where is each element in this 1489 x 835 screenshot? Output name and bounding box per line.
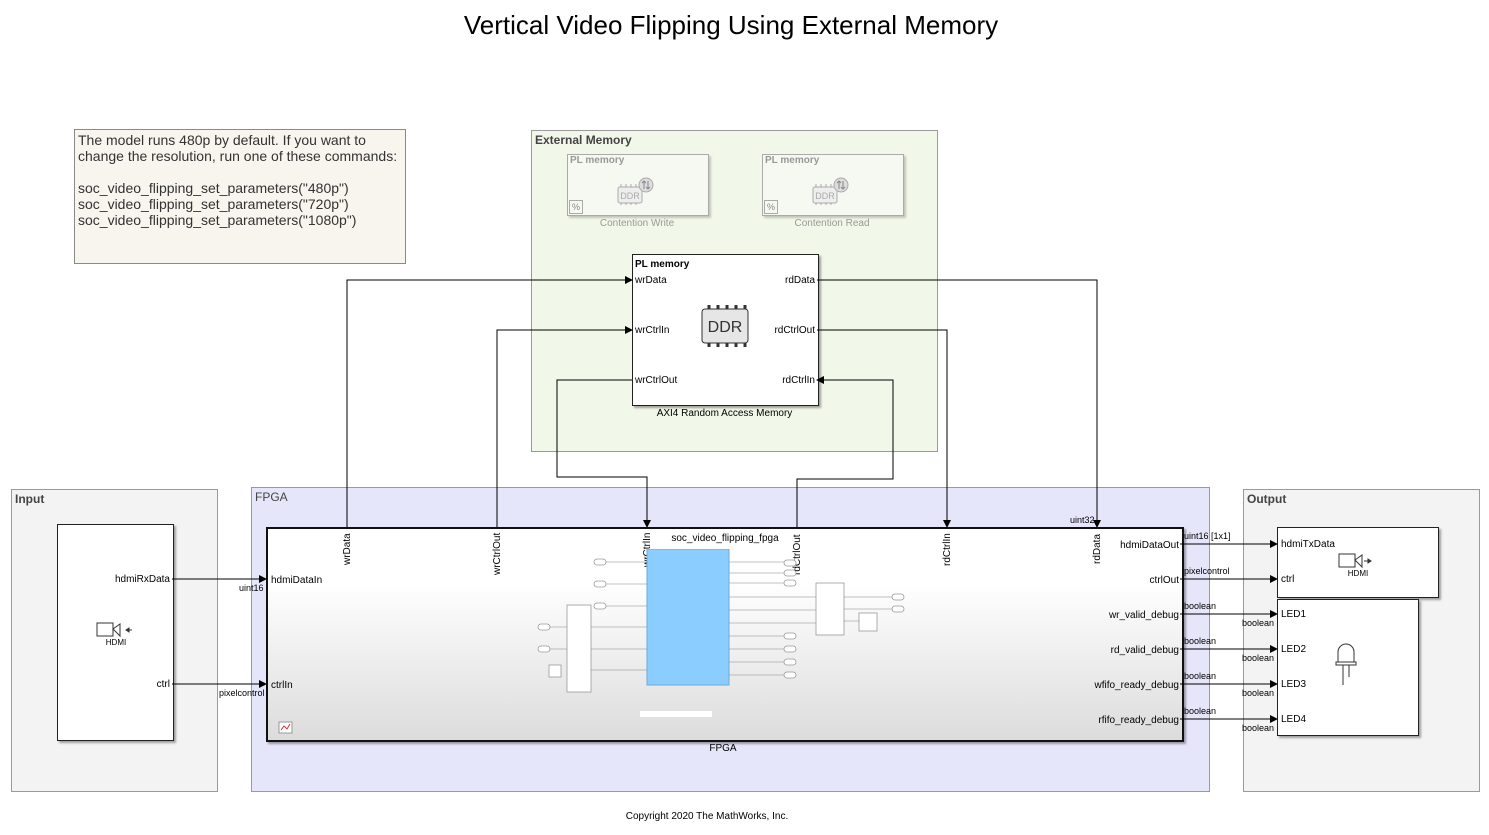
note-line: change the resolution, run one of these …: [78, 148, 398, 164]
fpga-port-hdmidataout: hdmiDataOut: [1120, 540, 1179, 551]
pl-port-rdctrlout: rdCtrlOut: [774, 325, 815, 336]
ddr-chip-icon: DDR: [701, 305, 749, 347]
signal-type-bool: boolean: [1184, 706, 1217, 716]
note-line: soc_video_flipping_set_parameters("1080p…: [78, 212, 357, 228]
contention-read-chip: DDR: [815, 191, 835, 201]
hdmi-tx-block[interactable]: hdmiTxData ctrl HDMI: [1277, 527, 1439, 598]
hdmi-tx-port-ctrl: ctrl: [1281, 574, 1295, 585]
signal-type-out-ctrl: pixelcontrol: [1184, 566, 1230, 576]
hdmi-rx-block[interactable]: hdmiRxData ctrl HDMI: [57, 524, 174, 741]
hdmi-rx-port-ctrl: ctrl: [156, 679, 170, 690]
contention-read-header: PL memory: [765, 155, 820, 166]
signal-type-rd-data: uint32: [1070, 515, 1095, 525]
signal-type-bool: boolean: [1242, 618, 1275, 628]
copyright: Copyright 2020 The MathWorks, Inc.: [625, 811, 789, 822]
fpga-port-rd-valid-debug: rd_valid_debug: [1110, 645, 1179, 656]
signal-type-bool: boolean: [1242, 653, 1275, 663]
note-line: The model runs 480p by default. If you w…: [78, 132, 366, 148]
external-memory-label: External Memory: [535, 133, 632, 147]
hdmi-rx-icon-label: HDMI: [105, 638, 127, 647]
pl-port-wrctrlout: wrCtrlOut: [635, 375, 678, 386]
led-port-2: LED2: [1281, 644, 1307, 655]
hdmi-tx-icon-label: HDMI: [1347, 569, 1369, 578]
fpga-port-rfifo-ready-debug: rfifo_ready_debug: [1098, 715, 1179, 726]
signal-type-bool: boolean: [1184, 636, 1217, 646]
led-icon: [1335, 643, 1357, 685]
led-block[interactable]: LED1 LED2 LED3 LED4: [1277, 599, 1419, 736]
diagram-title: Vertical Video Flipping Using External M…: [463, 10, 999, 40]
hdmi-rx-port-data: hdmiRxData: [114, 574, 170, 585]
pl-memory-caption: AXI4 Random Access Memory: [656, 408, 793, 419]
led-port-3: LED3: [1281, 679, 1307, 690]
fpga-block-caption: FPGA: [709, 743, 737, 754]
pl-port-wrdata: wrData: [635, 275, 667, 286]
fpga-port-wfifo-ready-debug: wfifo_ready_debug: [1094, 680, 1179, 691]
hdmi-tx-port-data: hdmiTxData: [1281, 539, 1335, 550]
output-area-label: Output: [1247, 492, 1287, 506]
signal-type-bool: boolean: [1242, 688, 1275, 698]
fpga-area-label: FPGA: [255, 490, 288, 504]
simulink-logo-icon: [278, 721, 293, 734]
note-line: soc_video_flipping_set_parameters("720p"…: [78, 196, 349, 212]
fpga-port-ctrlout: ctrlOut: [1149, 575, 1179, 586]
led-port-4: LED4: [1281, 714, 1307, 725]
fpga-subsystem-name: soc_video_flipping_fpga: [671, 533, 779, 544]
resolution-note[interactable]: The model runs 480p by default. If you w…: [74, 129, 406, 264]
percent-icon: %: [569, 200, 583, 214]
signal-type-in-data: uint16: [239, 583, 264, 593]
input-area-label: Input: [15, 492, 45, 506]
pl-port-wrctrlin: wrCtrlIn: [635, 325, 670, 336]
pl-port-rdctrlin: rdCtrlIn: [782, 375, 815, 386]
display-icon: [1338, 553, 1372, 569]
signal-type-in-ctrl: pixelcontrol: [219, 688, 265, 698]
led-port-1: LED1: [1281, 609, 1307, 620]
pl-memory-chip: DDR: [708, 319, 743, 336]
ddr-chip-icon: DDR: [812, 177, 849, 205]
note-line: soc_video_flipping_set_parameters("480p"…: [78, 180, 349, 196]
pl-memory-block[interactable]: PL memory wrData wrCtrlIn wrCtrlOut rdDa…: [632, 254, 819, 406]
signal-type-out-data: uint16 [1x1]: [1184, 531, 1231, 541]
contention-write-chip: DDR: [620, 191, 640, 201]
subsystem-preview: [537, 549, 905, 717]
pl-port-rddata: rdData: [784, 275, 815, 286]
contention-read-caption: Contention Read: [794, 218, 870, 229]
fpga-block[interactable]: soc_video_flipping_fpga hdmiDataIn ctrlI…: [266, 527, 1184, 742]
fpga-port-hdmidatain: hdmiDataIn: [271, 575, 323, 586]
ddr-chip-icon: DDR: [617, 177, 654, 205]
pl-memory-header: PL memory: [635, 259, 690, 270]
contention-read-block[interactable]: PL memory DDR %: [762, 154, 904, 216]
contention-write-block[interactable]: PL memory DDR %: [567, 154, 709, 216]
contention-write-header: PL memory: [570, 155, 625, 166]
camera-icon: [96, 622, 132, 638]
contention-write-caption: Contention Write: [599, 218, 675, 229]
percent-icon: %: [764, 200, 778, 214]
signal-type-bool: boolean: [1184, 601, 1217, 611]
fpga-port-wr-valid-debug: wr_valid_debug: [1108, 610, 1179, 621]
signal-type-bool: boolean: [1242, 723, 1275, 733]
fpga-port-ctrlin: ctrlIn: [271, 680, 293, 691]
signal-type-bool: boolean: [1184, 671, 1217, 681]
